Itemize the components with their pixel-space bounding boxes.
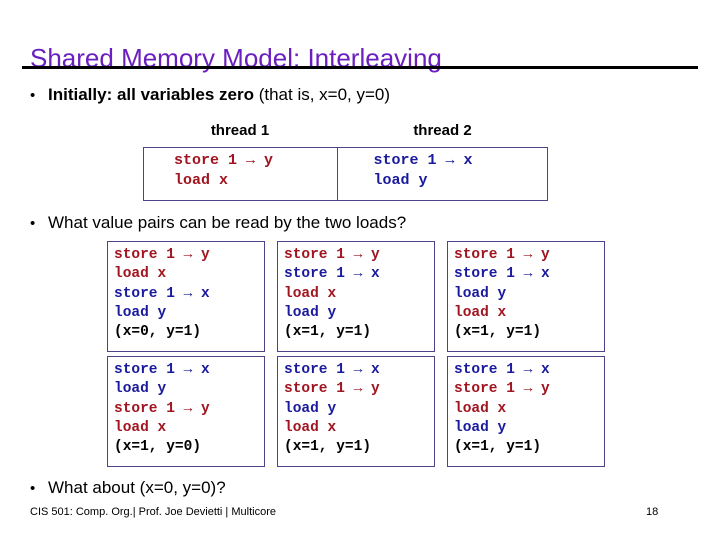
interleaving-line: store 1 → y xyxy=(114,400,210,417)
interleaving-line: load y xyxy=(284,400,337,417)
footer-course-info: CIS 501: Comp. Org.| Prof. Joe Devietti … xyxy=(30,506,276,518)
interleaving-line: store 1 → y xyxy=(284,381,380,398)
interleaving-line: load y xyxy=(114,381,167,398)
interleaving-row: store 1 → x load y store 1 → y load x (x=1, … xyxy=(107,356,607,467)
interleaving-line: load x xyxy=(284,419,337,436)
interleaving-result: (x=1, y=1) xyxy=(454,439,542,456)
interleaving-result: (x=0, y=1) xyxy=(114,324,202,341)
interleaving-box: store 1 → x store 1 → y load x load y (x=1, … xyxy=(447,356,605,467)
thread-1-line-1: load x xyxy=(174,171,229,189)
page-title: Shared Memory Model: Interleaving xyxy=(30,43,442,74)
bullet-marker-icon: • xyxy=(30,480,36,497)
thread-2-label: thread 2 xyxy=(413,122,472,139)
bullet-initially-strong: Initially: all variables zero xyxy=(48,85,254,104)
bullet-marker-icon: • xyxy=(30,87,36,104)
bullet-initially-rest: (that is, x=0, y=0) xyxy=(253,85,391,104)
thread-1-label: thread 1 xyxy=(210,122,270,139)
interleaving-box: store 1 → x load y store 1 → y load x (x=1, … xyxy=(107,356,265,467)
thread-2-line-0: store 1 → x xyxy=(373,152,473,169)
interleaving-line: store 1 → y xyxy=(284,247,380,263)
bullet-value-pairs: • What value pairs can be read by the two… xyxy=(30,213,406,233)
interleaving-line: load x xyxy=(454,400,507,417)
interleaving-box: store 1 → x store 1 → y load y load x (x=1, … xyxy=(277,356,435,467)
interleaving-line: store 1 → y xyxy=(114,247,210,263)
interleaving-line: store 1 → x xyxy=(284,362,380,378)
interleaving-result: (x=1, y=1) xyxy=(284,324,372,341)
interleaving-result: (x=1, y=1) xyxy=(284,439,372,456)
bullet-initially: • Initially: all variables zero (that is,… xyxy=(30,85,390,105)
interleaving-line: store 1 → x xyxy=(454,266,550,283)
footer-page-number: 18 xyxy=(646,506,659,518)
interleaving-line: load y xyxy=(284,304,337,321)
interleaving-line: store 1 → x xyxy=(454,362,550,378)
interleaving-line: store 1 → y xyxy=(454,381,550,398)
interleaving-line: load x xyxy=(114,266,167,283)
thread-2-program: store 1 → x load y xyxy=(338,148,547,200)
interleaving-result: (x=1, y=1) xyxy=(454,324,542,341)
interleaving-line: load y xyxy=(454,285,507,302)
interleaving-result: (x=1, y=0) xyxy=(114,439,202,456)
bullet-what-about-text: What about (x=0, y=0)? xyxy=(48,478,226,497)
bullet-marker-icon: • xyxy=(30,215,36,232)
interleaving-box: store 1 → y store 1 → x load y load x (x=1, … xyxy=(447,241,605,352)
interleaving-line: store 1 → x xyxy=(284,266,380,283)
interleaving-line: load x xyxy=(284,285,337,302)
interleaving-line: store 1 → x xyxy=(114,285,210,302)
title-underline-rule xyxy=(22,66,698,69)
thread-2-line-1: load y xyxy=(373,171,428,189)
interleaving-grid: store 1 → y load x store 1 → x load y (x=0, … xyxy=(107,241,607,467)
interleaving-row: store 1 → y load x store 1 → x load y (x=0, … xyxy=(107,241,607,352)
interleaving-line: store 1 → x xyxy=(114,362,210,378)
interleaving-line: load x xyxy=(114,419,167,436)
interleaving-box: store 1 → y store 1 → x load x load y (x=1, … xyxy=(277,241,435,352)
thread-1-line-0: store 1 → y xyxy=(174,152,274,169)
bullet-value-pairs-text: What value pairs can be read by the two … xyxy=(48,213,407,232)
interleaving-line: load y xyxy=(454,419,507,436)
interleaving-line: load y xyxy=(114,304,167,321)
interleaving-line: load x xyxy=(454,304,507,321)
thread-program-table: store 1 → y load x store 1 → x load y xyxy=(143,147,548,201)
thread-1-program: store 1 → y load x xyxy=(144,148,338,200)
interleaving-line: store 1 → y xyxy=(454,247,550,263)
bullet-what-about: • What about (x=0, y=0)? xyxy=(30,478,226,498)
interleaving-box: store 1 → y load x store 1 → x load y (x=0, … xyxy=(107,241,265,352)
